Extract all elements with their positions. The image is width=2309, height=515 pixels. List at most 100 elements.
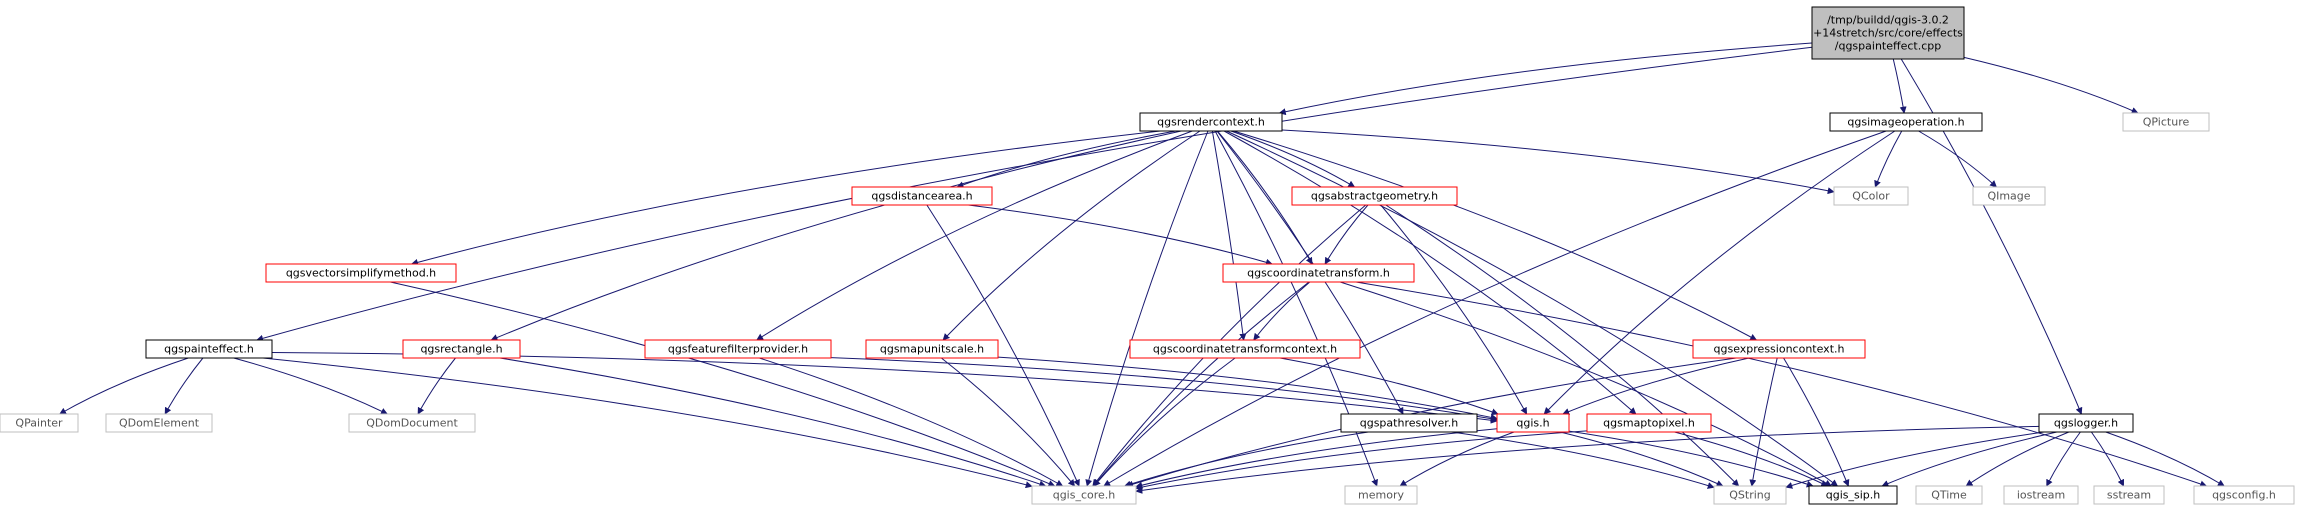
edge-qgsimageoperation-to-qgis bbox=[1543, 130, 1896, 415]
edge-qgslogger-to-iostream bbox=[2046, 431, 2081, 487]
edge-qgsexpressioncontext-to-qstring bbox=[1749, 357, 1778, 487]
node-label-qgsvectorsimplifymethod: qgsvectorsimplifymethod.h bbox=[286, 267, 436, 280]
node-box-qgspathresolver bbox=[1340, 413, 1478, 433]
edge-root-to-qgspainteffect bbox=[256, 46, 1813, 342]
nodes-layer: /tmp/buildd/qgis-3.0.2+14stretch/src/cor… bbox=[0, 6, 2295, 505]
edge-qgsrendercontext-to-qgis_core bbox=[1085, 130, 1209, 487]
edge-qgsabstractgeometry-to-qstring bbox=[1385, 204, 1740, 487]
node-box-qgsmapunitscale bbox=[865, 339, 999, 359]
node-qgspainteffect[interactable]: qgspainteffect.h bbox=[145, 339, 273, 359]
node-qgsfeaturefilterprovider[interactable]: qgsfeaturefilterprovider.h bbox=[644, 339, 832, 359]
edge-qgsrendercontext-to-memory bbox=[1214, 130, 1378, 487]
edge-qgsrendercontext-to-qgsrectangle bbox=[490, 130, 1182, 341]
edge-qgsrendercontext-to-qgsmaptopixel bbox=[1223, 130, 1637, 415]
node-qpainter[interactable]: QPainter bbox=[0, 413, 79, 433]
node-label-qgis_sip: qgis_sip.h bbox=[1826, 489, 1881, 502]
node-box-qgsabstractgeometry bbox=[1291, 186, 1458, 206]
edge-qgsrendercontext-to-qgis_sip bbox=[1226, 130, 1839, 487]
node-qpicture[interactable]: QPicture bbox=[2122, 112, 2210, 132]
node-qgsvectorsimplifymethod[interactable]: qgsvectorsimplifymethod.h bbox=[265, 263, 457, 283]
node-qgsrectangle[interactable]: qgsrectangle.h bbox=[402, 339, 521, 359]
node-label-qgis: qgis.h bbox=[1516, 417, 1549, 430]
node-qtime[interactable]: QTime bbox=[1915, 485, 1983, 505]
node-label-qgsabstractgeometry: qgsabstractgeometry.h bbox=[1311, 190, 1438, 203]
node-qdomelement[interactable]: QDomElement bbox=[105, 413, 213, 433]
edge-qgspathresolver-to-qgis_core bbox=[1123, 431, 1369, 488]
node-box-qpicture bbox=[2122, 112, 2210, 132]
node-iostream[interactable]: iostream bbox=[2003, 485, 2079, 505]
node-qgslogger[interactable]: qgslogger.h bbox=[2038, 413, 2134, 433]
node-qgsconfig[interactable]: qgsconfig.h bbox=[2193, 485, 2295, 505]
edge-qgspainteffect-to-qdomelement bbox=[164, 357, 204, 415]
edge-qgsdistancearea-to-qgis_core bbox=[926, 204, 1080, 487]
edge-qgsimageoperation-to-qcolor bbox=[1874, 130, 1903, 188]
node-box-sstream bbox=[2093, 485, 2165, 505]
node-box-qgis bbox=[1496, 413, 1570, 433]
node-qgsdistancearea[interactable]: qgsdistancearea.h bbox=[851, 186, 993, 206]
edge-qgscoordinatetransform-to-qgis_core bbox=[1093, 281, 1310, 487]
edge-qgsvectorsimplifymethod-to-qgis_core bbox=[390, 281, 1056, 487]
node-box-qstring bbox=[1713, 485, 1787, 505]
edge-qgsexpressioncontext-to-qgis_sip bbox=[1783, 357, 1850, 487]
node-box-qgslogger bbox=[2038, 413, 2134, 433]
node-box-qgsexpressioncontext bbox=[1692, 339, 1866, 359]
edge-qgspainteffect-to-qgis bbox=[271, 352, 1498, 424]
edge-qgspathresolver-to-qstring bbox=[1451, 431, 1715, 489]
node-label-qtime: QTime bbox=[1931, 489, 1967, 502]
node-qgsabstractgeometry[interactable]: qgsabstractgeometry.h bbox=[1291, 186, 1458, 206]
node-label-qgsimageoperation: qgsimageoperation.h bbox=[1847, 116, 1964, 129]
node-qimage[interactable]: QImage bbox=[1972, 186, 2046, 206]
edge-qgis-to-qstring bbox=[1560, 431, 1724, 487]
node-root[interactable]: /tmp/buildd/qgis-3.0.2+14stretch/src/cor… bbox=[1811, 6, 1965, 60]
node-qstring[interactable]: QString bbox=[1713, 485, 1787, 505]
node-box-qpainter bbox=[0, 413, 79, 433]
node-qgis[interactable]: qgis.h bbox=[1496, 413, 1570, 433]
node-qgsmaptopixel[interactable]: qgsmaptopixel.h bbox=[1586, 413, 1712, 433]
node-memory[interactable]: memory bbox=[1344, 485, 1418, 505]
edge-root-to-qgsrendercontext bbox=[1278, 42, 1813, 116]
node-sstream[interactable]: sstream bbox=[2093, 485, 2165, 505]
node-box-qgsrendercontext bbox=[1139, 112, 1283, 132]
edge-qgsrendercontext-to-qgsexpressioncontext bbox=[1233, 130, 1758, 341]
node-qgsexpressioncontext[interactable]: qgsexpressioncontext.h bbox=[1692, 339, 1866, 359]
node-label-root-2: /qgspainteffect.cpp bbox=[1835, 40, 1941, 53]
edge-qgsrectangle-to-qgis_core bbox=[499, 357, 1047, 488]
node-qgscoordinatetransform[interactable]: qgscoordinatetransform.h bbox=[1222, 263, 1415, 283]
node-label-root-0: /tmp/buildd/qgis-3.0.2 bbox=[1827, 14, 1949, 27]
node-qcolor[interactable]: QColor bbox=[1833, 186, 1909, 206]
node-label-qgscoordinatetransform: qgscoordinatetransform.h bbox=[1247, 267, 1390, 280]
node-qdomdocument[interactable]: QDomDocument bbox=[348, 413, 476, 433]
edge-qgsexpressioncontext-to-qgis bbox=[1562, 357, 1750, 415]
node-label-qstring: QString bbox=[1729, 489, 1771, 502]
edge-qgspainteffect-to-qgis_core bbox=[262, 357, 1033, 489]
node-label-qgspainteffect: qgspainteffect.h bbox=[164, 343, 254, 356]
edge-qgscoordinatetransform-to-qgscoordinatetransformcontext bbox=[1253, 281, 1311, 341]
node-box-qgsimageoperation bbox=[1829, 112, 1983, 132]
node-qgsimageoperation[interactable]: qgsimageoperation.h bbox=[1829, 112, 1983, 132]
edge-qgsmapunitscale-to-qgis_core bbox=[941, 357, 1076, 487]
node-box-qgscoordinatetransformcontext bbox=[1129, 339, 1361, 359]
edge-qgsmapunitscale-to-qgis bbox=[997, 356, 1498, 421]
node-qgis_sip[interactable]: qgis_sip.h bbox=[1808, 485, 1898, 505]
node-qgspathresolver[interactable]: qgspathresolver.h bbox=[1340, 413, 1478, 433]
node-qgis_core[interactable]: qgis_core.h bbox=[1031, 485, 1137, 505]
edge-qgsmaptopixel-to-qgis_core bbox=[1135, 430, 1588, 491]
edge-qgslogger-to-qgsconfig bbox=[2105, 431, 2225, 487]
node-label-qgsexpressioncontext: qgsexpressioncontext.h bbox=[1714, 343, 1845, 356]
node-qgscoordinatetransformcontext[interactable]: qgscoordinatetransformcontext.h bbox=[1129, 339, 1361, 359]
edge-qgscoordinatetransformcontext-to-qgis_core bbox=[1093, 357, 1236, 487]
edge-qgspainteffect-to-qdomdocument bbox=[233, 357, 388, 415]
node-label-qgsconfig: qgsconfig.h bbox=[2212, 489, 2276, 502]
node-box-qgsvectorsimplifymethod bbox=[265, 263, 457, 283]
node-qgsmapunitscale[interactable]: qgsmapunitscale.h bbox=[865, 339, 999, 359]
node-label-iostream: iostream bbox=[2017, 489, 2065, 502]
node-box-qimage bbox=[1972, 186, 2046, 206]
edge-qgis-to-qgis_sip bbox=[1568, 430, 1814, 488]
node-label-qgsrendercontext: qgsrendercontext.h bbox=[1157, 116, 1265, 129]
edge-qgslogger-to-qtime bbox=[1965, 431, 2070, 487]
node-qgsrendercontext[interactable]: qgsrendercontext.h bbox=[1139, 112, 1283, 132]
node-box-qgsmaptopixel bbox=[1586, 413, 1712, 433]
node-label-qimage: QImage bbox=[1987, 190, 2030, 203]
node-label-qgsmapunitscale: qgsmapunitscale.h bbox=[880, 343, 984, 356]
edge-qgsfeaturefilterprovider-to-qgis bbox=[830, 357, 1498, 423]
